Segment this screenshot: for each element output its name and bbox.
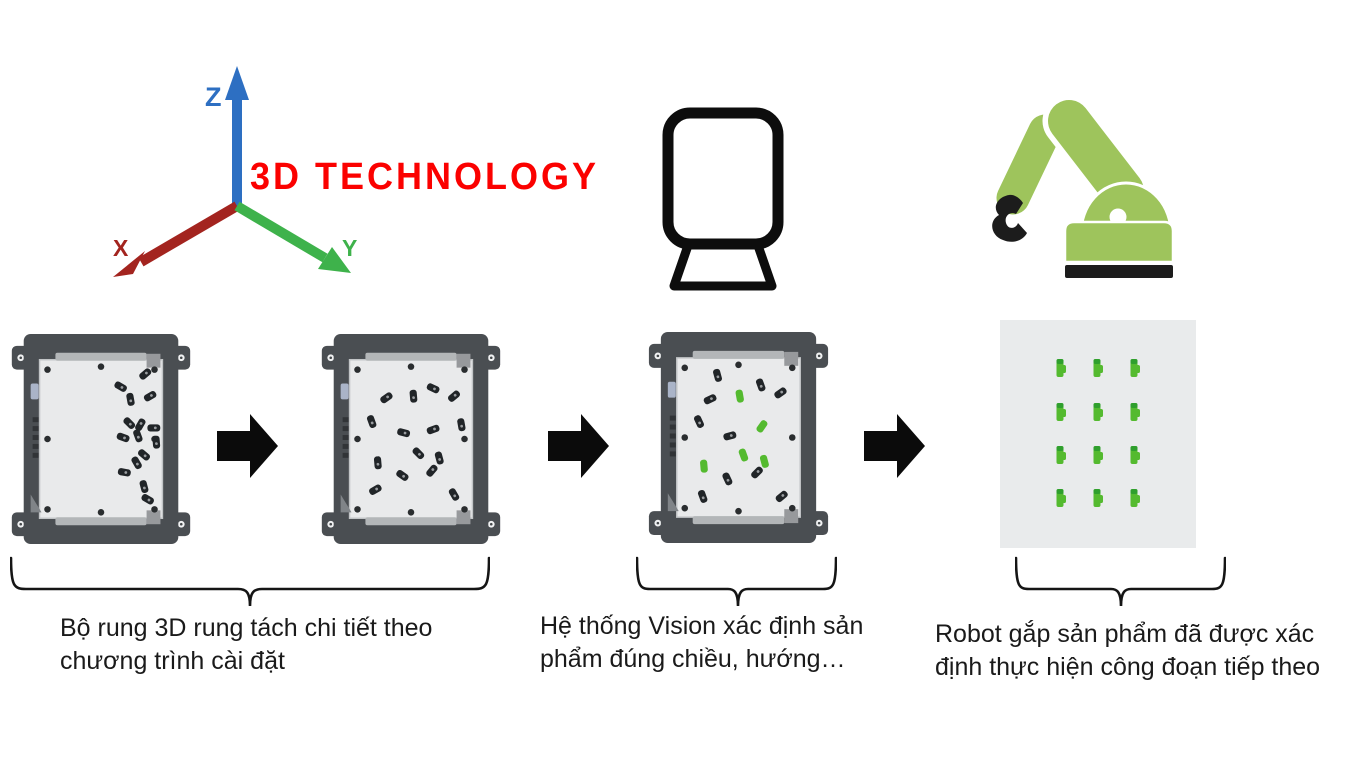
caption-line: Bộ rung 3D rung tách chi tiết theo (60, 614, 433, 642)
y-axis-arrowhead (318, 247, 351, 273)
vibration-tray-3 (648, 331, 829, 544)
caption-line: Hệ thống Vision xác định sản (540, 612, 864, 640)
z-axis-label: Z (205, 82, 222, 112)
caption-line: phẩm đúng chiều, hướng… (540, 645, 846, 673)
vibration-tray-1 (11, 333, 191, 545)
robot-arm-icon (992, 95, 1175, 278)
brace-robot-stage (1015, 556, 1226, 607)
arrow-shape (548, 414, 609, 478)
caption-line: định thực hiện công đoạn tiếp theo (935, 653, 1321, 681)
caption-line: chương trình cài đặt (60, 647, 285, 675)
brace-shape (10, 556, 490, 607)
robot-base-bar (1065, 265, 1173, 278)
caption-vibration-stage: Bộ rung 3D rung tách chi tiết theo chươn… (60, 612, 480, 678)
robot-forearm (996, 114, 1062, 215)
x-axis-arrowhead (113, 251, 145, 277)
arrow-shape (864, 414, 925, 478)
sorted-parts-panel (1000, 320, 1196, 548)
caption-line: Robot gắp sản phẩm đã được xác (935, 620, 1315, 648)
x-axis-label: X (113, 235, 129, 261)
arrow-right-icon (217, 414, 278, 478)
caption-vision-stage: Hệ thống Vision xác định sản phẩm đúng c… (540, 610, 920, 676)
page-title: 3D TECHNOLOGY (250, 154, 600, 198)
arrow-right-icon (864, 414, 925, 478)
z-axis-arrowhead (225, 66, 249, 100)
y-axis-label: Y (342, 235, 357, 261)
brace-vibration-stage (10, 556, 490, 607)
brace-vision-stage (636, 556, 837, 607)
arrow-right-icon (548, 414, 609, 478)
3d-axis-icon: Z X Y (113, 66, 357, 277)
y-axis-line (234, 201, 328, 263)
robot-gripper (992, 194, 1027, 242)
robot-upper-arm (1048, 100, 1144, 212)
robot-base-dome (1079, 181, 1173, 235)
camera-body-shape (662, 107, 784, 250)
brace-shape (1015, 556, 1226, 607)
caption-robot-stage: Robot gắp sản phẩm đã được xác định thực… (935, 618, 1366, 684)
x-axis-line (138, 201, 240, 267)
brace-shape (636, 556, 837, 607)
robot-pedestal (1063, 220, 1175, 264)
arrow-shape (217, 414, 278, 478)
vision-camera-icon (662, 107, 784, 291)
vibration-tray-2 (321, 333, 501, 545)
